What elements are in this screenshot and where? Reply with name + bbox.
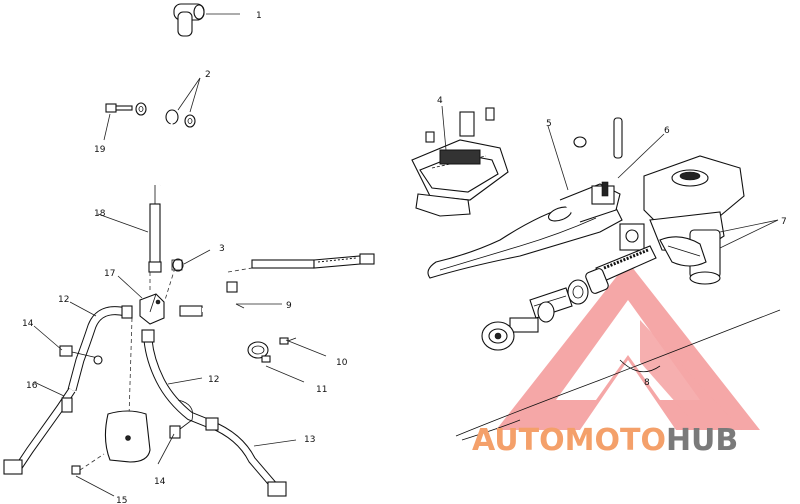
- part-9-elbow-line: [179, 281, 238, 317]
- callout-16: 16: [26, 381, 38, 391]
- part-12-right-hose: [141, 329, 212, 429]
- alignment-lines: [127, 267, 176, 451]
- callout-1: 1: [256, 11, 262, 21]
- callout-8: 8: [644, 378, 650, 388]
- part-2-washers: [165, 109, 196, 128]
- callout-7: 7: [781, 217, 787, 227]
- callout-13: 13: [304, 435, 315, 445]
- callout-3: 3: [219, 244, 225, 254]
- callout-6: 6: [664, 126, 670, 136]
- callout-labels: 1 2 3 4 5 6 7 8 9 10 11 12 12 13 14 14 1…: [22, 11, 787, 504]
- callout-9: 9: [286, 301, 292, 311]
- watermark-logo: [496, 262, 760, 430]
- part-16-lower-left-hose: [3, 387, 76, 475]
- part-14-clamp-right: [169, 399, 194, 439]
- watermark-text-auto: AUTOMOTOHUB: [472, 423, 738, 458]
- callout-19: 19: [94, 145, 106, 155]
- part-4-reservoir-cover: [411, 107, 509, 217]
- part-1-tee-fitting: [173, 3, 205, 37]
- callout-11: 11: [316, 385, 327, 395]
- part-3-fitting: [171, 258, 184, 272]
- callout-12a: 12: [58, 295, 69, 305]
- part-10-clip: [247, 341, 271, 363]
- callout-4: 4: [437, 96, 443, 106]
- leader-lines: [33, 13, 779, 497]
- callout-12b: 12: [208, 375, 219, 385]
- part-7-clamp: [659, 236, 707, 267]
- part-17-junction-block: [139, 293, 165, 325]
- brake-line-to-master: [227, 253, 375, 273]
- callout-14b: 14: [154, 477, 166, 487]
- callout-5: 5: [546, 119, 552, 129]
- part-5-brake-lever: [427, 181, 623, 279]
- part-6-pivot-pin: [573, 117, 623, 159]
- callout-10: 10: [336, 358, 348, 368]
- watermark-text: AUTOMOTOHUB: [472, 423, 738, 458]
- callout-15: 15: [116, 496, 127, 504]
- part-14-clamp-left: [59, 345, 103, 365]
- part-12-left-hose: [67, 305, 133, 392]
- part-18-brake-line: [148, 121, 173, 273]
- callout-18: 18: [94, 209, 106, 219]
- part-19-banjo-bolt: [105, 102, 147, 116]
- part-8-piston-kit: [455, 245, 781, 441]
- callout-2: 2: [205, 70, 211, 80]
- part-15-bracket-plate: [71, 410, 151, 475]
- part-13-lower-right-hose: [205, 417, 287, 497]
- callout-17: 17: [104, 269, 115, 279]
- callout-14a: 14: [22, 319, 34, 329]
